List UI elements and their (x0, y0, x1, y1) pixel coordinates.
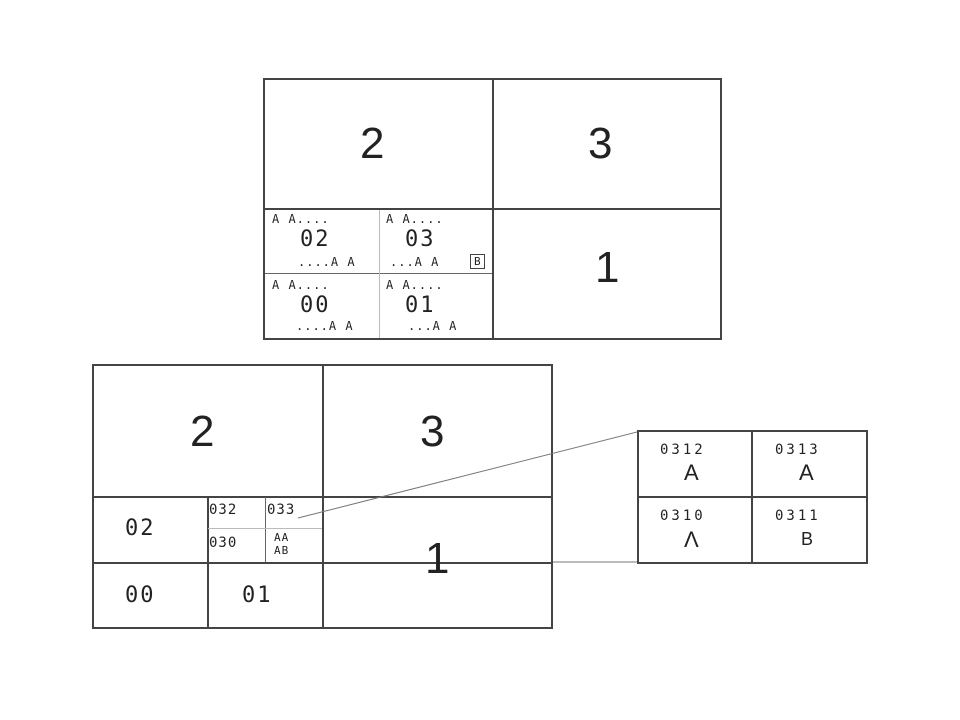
top-horizontal-divider (263, 208, 722, 210)
zoom-cell-0312-code: 0312 (660, 442, 706, 458)
top-00-top-marks: A A.... (272, 278, 330, 292)
zoom-cell-0310-value: Λ (684, 527, 701, 552)
zoom-horizontal-divider (637, 496, 868, 498)
top-01-bottom-marks: ...A A (408, 319, 458, 333)
top-03-top-marks: A A.... (386, 212, 444, 226)
bottom-03-vertical-divider (265, 497, 266, 562)
top-q0-horizontal-divider (265, 273, 492, 274)
bottom-03-horizontal-divider (208, 528, 322, 529)
zoom-cell-0312-value: A (684, 460, 701, 485)
top-01-top-marks: A A.... (386, 278, 444, 292)
zoom-cell-0310-code: 0310 (660, 508, 706, 524)
bottom-cell-032-label: 032 (209, 502, 238, 518)
top-q0-vertical-divider (379, 210, 380, 338)
zoom-cell-0311-value: B (801, 529, 816, 549)
bottom-q0-horizontal-divider (92, 562, 553, 564)
top-03-boxed-b: B (470, 254, 485, 269)
bottom-cell-033-label: 033 (267, 502, 296, 518)
top-quadrant-3-label: 3 (588, 119, 614, 168)
top-sub-01-label: 01 (405, 293, 436, 318)
top-sub-00-label: 00 (300, 293, 331, 318)
bottom-quadrant-1-label: 1 (425, 534, 451, 583)
bottom-cell-031-bottom-marks: AB (274, 544, 290, 557)
top-02-top-marks: A A.... (272, 212, 330, 226)
top-sub-03-label: 03 (405, 227, 436, 252)
bottom-sub-00-label: 00 (125, 583, 156, 608)
top-02-bottom-marks: ....A A (298, 255, 356, 269)
bottom-sub-01-label: 01 (242, 583, 273, 608)
top-03-bottom-marks: ...A A (390, 255, 440, 269)
zoom-cell-0313-value: A (799, 460, 816, 485)
bottom-sub-02-label: 02 (125, 516, 156, 541)
bottom-quadrant-3-label: 3 (420, 407, 446, 456)
zoom-cell-0313-code: 0313 (775, 442, 821, 458)
zoom-cell-0311-code: 0311 (775, 508, 821, 524)
bottom-cell-031-top-marks: AA (274, 531, 290, 544)
bottom-horizontal-divider (92, 496, 553, 498)
bottom-quadrant-2-label: 2 (190, 407, 216, 456)
bottom-q0-vertical-divider (207, 496, 209, 629)
top-sub-02-label: 02 (300, 227, 331, 252)
top-quadrant-2-label: 2 (360, 119, 386, 168)
bottom-cell-030-label: 030 (209, 535, 238, 551)
top-quadrant-1-label: 1 (595, 243, 621, 292)
top-00-bottom-marks: ....A A (296, 319, 354, 333)
